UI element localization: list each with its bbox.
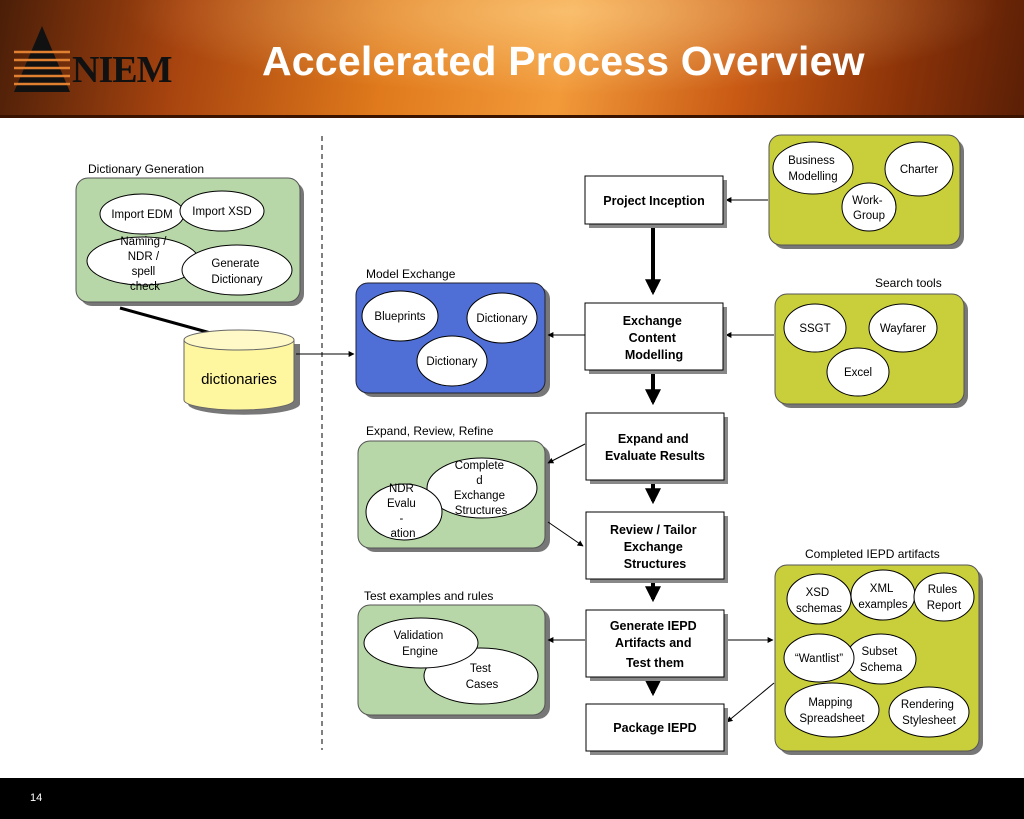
label-work-group: Work- Group: [852, 195, 886, 222]
header-highlight: [0, 0, 1024, 118]
label-wayfarer: Wayfarer: [880, 323, 926, 335]
ellipse-wayfarer: [868, 303, 938, 353]
ellipse-blueprints: [361, 290, 439, 342]
ellipse-rules-report: [913, 572, 975, 622]
ellipse-ssgt: [783, 303, 847, 353]
ellipse-completed-structures: [426, 457, 538, 519]
ellipse-xsd-schemas: [786, 573, 852, 625]
label-dictionary-2: Dictionary: [426, 356, 477, 368]
label-import-edm: Import EDM: [111, 209, 172, 221]
ellipse-mapping-spreadsheet: [784, 682, 880, 738]
slide-title: Accelerated Process Overview: [262, 38, 865, 84]
dictionaries-cylinder: dictionaries: [183, 329, 300, 415]
label-excel: Excel: [844, 367, 872, 379]
group-label-search-tools: Search tools: [875, 276, 942, 290]
label-mapping-spreadsheet: Mapping Spreadsheet: [799, 697, 865, 725]
step-label-generate-iepd: Generate IEPD Artifacts and Test them: [610, 619, 700, 670]
label-subset-schema: Subset Schema: [860, 646, 903, 674]
niem-logo: [8, 22, 178, 94]
group-model-exchange: Blueprints Dictionary Dictionary: [355, 282, 550, 397]
header-banner: [0, 0, 1024, 118]
step-project-inception: Project Inception: [584, 175, 727, 228]
ellipse-work-group: [841, 182, 897, 232]
label-xsd-schemas: XSD schemas: [796, 587, 842, 615]
label-rendering-stylesheet: Rendering Stylesheet: [901, 699, 957, 727]
group-label-model-exchange: Model Exchange: [366, 267, 456, 281]
step-exchange-content-modelling: Exchange Content Modelling: [584, 302, 727, 374]
label-ssgt: SSGT: [799, 323, 830, 335]
label-completed-structures: Complete d Exchange Structures: [454, 460, 508, 517]
ellipse-validation-engine: [363, 617, 479, 669]
ellipse-xml-examples: [850, 569, 916, 621]
label-business-modelling: Business Modelling: [788, 155, 838, 183]
label-charter: Charter: [900, 164, 939, 176]
label-generate-dictionary: Generate Dictionary: [211, 258, 262, 286]
label-dictionaries: dictionaries: [201, 371, 277, 388]
group-inception-inputs: Business Modelling Charter Work- Group: [768, 134, 964, 249]
step-expand-evaluate: Expand and Evaluate Results: [585, 412, 728, 484]
label-wantlist: “Wantlist”: [795, 653, 843, 665]
label-dictionary-1: Dictionary: [476, 313, 527, 325]
group-dictionary-generation: Import EDM Import XSD Naming / NDR / spe…: [75, 177, 304, 306]
ellipse-generate-dictionary: [181, 244, 293, 296]
ellipse-excel: [826, 347, 890, 397]
group-label-expand-review: Expand, Review, Refine: [366, 424, 494, 438]
label-validation-engine: Validation Engine: [394, 630, 447, 658]
ellipse-business-modelling: [772, 141, 854, 195]
label-import-xsd: Import XSD: [192, 206, 251, 218]
group-search-tools: SSGT Wayfarer Excel: [774, 293, 968, 408]
step-label-package-iepd: Package IEPD: [613, 721, 696, 735]
group-label-dictionary-generation: Dictionary Generation: [88, 162, 204, 176]
step-label-expand-evaluate: Expand and Evaluate Results: [605, 432, 705, 463]
label-test-cases: Test Cases: [466, 663, 499, 691]
label-xml-examples: XML examples: [858, 583, 907, 611]
step-package-iepd: Package IEPD: [585, 703, 728, 755]
step-label-review-tailor: Review / Tailor Exchange Structures: [610, 523, 700, 571]
ellipse-charter: [884, 141, 954, 197]
step-generate-iepd: Generate IEPD Artifacts and Test them: [585, 609, 728, 681]
ellipse-import-xsd: [179, 190, 265, 232]
connector-arrows: [547, 197, 775, 723]
ellipse-dictionary-2: [416, 335, 488, 387]
group-completed-artifacts: XSD schemas XML examples Rules Report Su…: [774, 564, 983, 755]
logo-text: NIEM: [72, 49, 172, 91]
ellipse-rendering-stylesheet: [888, 686, 970, 738]
header-rule: [0, 115, 1024, 118]
step-label-exchange-content-modelling: Exchange Content Modelling: [623, 314, 686, 362]
group-label-test-examples: Test examples and rules: [364, 589, 493, 603]
label-rules-report: Rules Report: [927, 584, 962, 612]
footer-bar: 14: [0, 778, 1024, 819]
pyramid-icon: [14, 26, 70, 92]
page-number: 14: [30, 792, 43, 804]
ellipse-dictionary-1: [466, 292, 538, 344]
ellipse-wantlist: [783, 633, 855, 683]
ellipse-subset-schema: [845, 633, 917, 685]
group-test-examples: Test Cases Validation Engine: [357, 604, 550, 719]
label-naming-ndr: Naming / NDR / spell check: [120, 236, 169, 293]
group-expand-review: Complete d Exchange Structures NDR Evalu…: [357, 440, 550, 552]
label-ndr-evaluation: NDR Evalu - ation: [387, 483, 419, 540]
step-review-tailor: Review / Tailor Exchange Structures: [585, 511, 728, 583]
label-blueprints: Blueprints: [374, 311, 425, 323]
step-label-project-inception: Project Inception: [603, 194, 704, 208]
group-label-completed-artifacts: Completed IEPD artifacts: [805, 547, 940, 561]
ellipse-ndr-evaluation: [365, 483, 443, 541]
